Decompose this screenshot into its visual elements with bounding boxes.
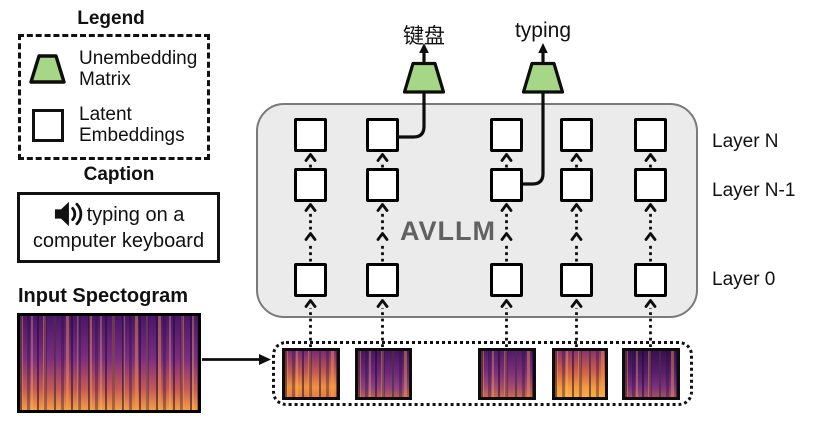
- latent-embedding-square: [294, 168, 327, 202]
- caption-box: typing on a computer keyboard: [17, 192, 220, 263]
- legend-item-label: Latent Embeddings: [79, 104, 185, 146]
- caption-title: Caption: [83, 164, 155, 185]
- spectrogram-patch: [552, 348, 608, 400]
- output-token-keyboard: 键盘: [403, 25, 445, 48]
- latent-embedding-square: [634, 118, 667, 152]
- input-spectrogram-title: Input Spectogram: [18, 285, 189, 307]
- avllm-label: AVLLM: [400, 216, 496, 246]
- legend-box: Unembedding Matrix Latent Embeddings: [18, 34, 210, 160]
- speaker-icon: [54, 201, 82, 227]
- caption-text: typing on a computer keyboard: [32, 204, 205, 252]
- latent-embedding-square: [490, 263, 523, 297]
- spectrogram-patch: [355, 348, 412, 400]
- latent-embedding-square: [490, 118, 523, 152]
- legend-title: Legend: [77, 8, 145, 29]
- avllm-box: [256, 103, 698, 318]
- latent-embedding-square: [366, 118, 399, 152]
- latent-embedding-square: [560, 168, 593, 202]
- latent-embeddings-icon: [27, 108, 69, 142]
- typing-output-arrowhead: [538, 43, 548, 53]
- legend-item-label: Unembedding Matrix: [79, 48, 198, 90]
- spectrogram-patch: [478, 348, 536, 400]
- legend-item-unembedding: Unembedding Matrix: [27, 48, 201, 90]
- spectrogram-patch: [622, 348, 680, 400]
- spectrogram-patch: [282, 348, 340, 400]
- unembedding-matrix-icon: [27, 52, 69, 86]
- latent-embedding-square: [560, 118, 593, 152]
- latent-embedding-square: [490, 168, 523, 202]
- unembedding-matrix-typing: [521, 61, 565, 94]
- patch-container: [272, 341, 693, 406]
- input-spectrogram-image: [17, 313, 201, 413]
- spectrogram-arrowhead: [259, 354, 271, 365]
- latent-embedding-square: [366, 168, 399, 202]
- unembedding-matrix-keyboard: [402, 61, 446, 94]
- latent-embedding-square: [634, 263, 667, 297]
- latent-embedding-square: [294, 263, 327, 297]
- legend-item-latent: Latent Embeddings: [27, 104, 201, 146]
- layer-n1-label: Layer N-1: [712, 180, 796, 201]
- layer-n-label: Layer N: [712, 131, 779, 152]
- latent-embedding-square: [294, 118, 327, 152]
- latent-embedding-square: [560, 263, 593, 297]
- layer-0-label: Layer 0: [712, 269, 776, 290]
- latent-embedding-square: [634, 168, 667, 202]
- latent-embedding-square: [366, 263, 399, 297]
- output-token-typing: typing: [514, 19, 572, 42]
